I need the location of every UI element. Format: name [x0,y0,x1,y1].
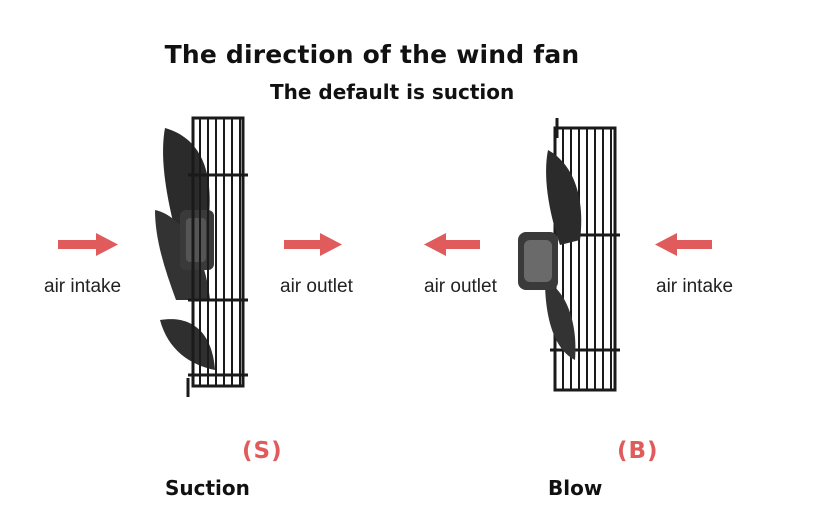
blow-mode-code: (B) [617,438,659,464]
right-outlet-label: air outlet [424,276,497,297]
right-arrow-icon [58,233,118,256]
suction-mode-code: (S) [242,438,283,464]
right-arrow-icon [284,233,342,256]
blow-mode-name: Blow [548,476,603,500]
left-outlet-label: air outlet [280,276,353,297]
page-subtitle: The default is suction [270,80,515,104]
left-arrow-icon [424,233,480,256]
left-arrow-icon [655,233,712,256]
axial-fan-icon [155,116,248,397]
axial-fan-icon [518,118,620,392]
left-intake-label: air intake [44,276,122,297]
suction-mode-name: Suction [165,476,250,500]
right-intake-label: air intake [656,276,734,297]
page-title: The direction of the wind fan [164,40,580,69]
